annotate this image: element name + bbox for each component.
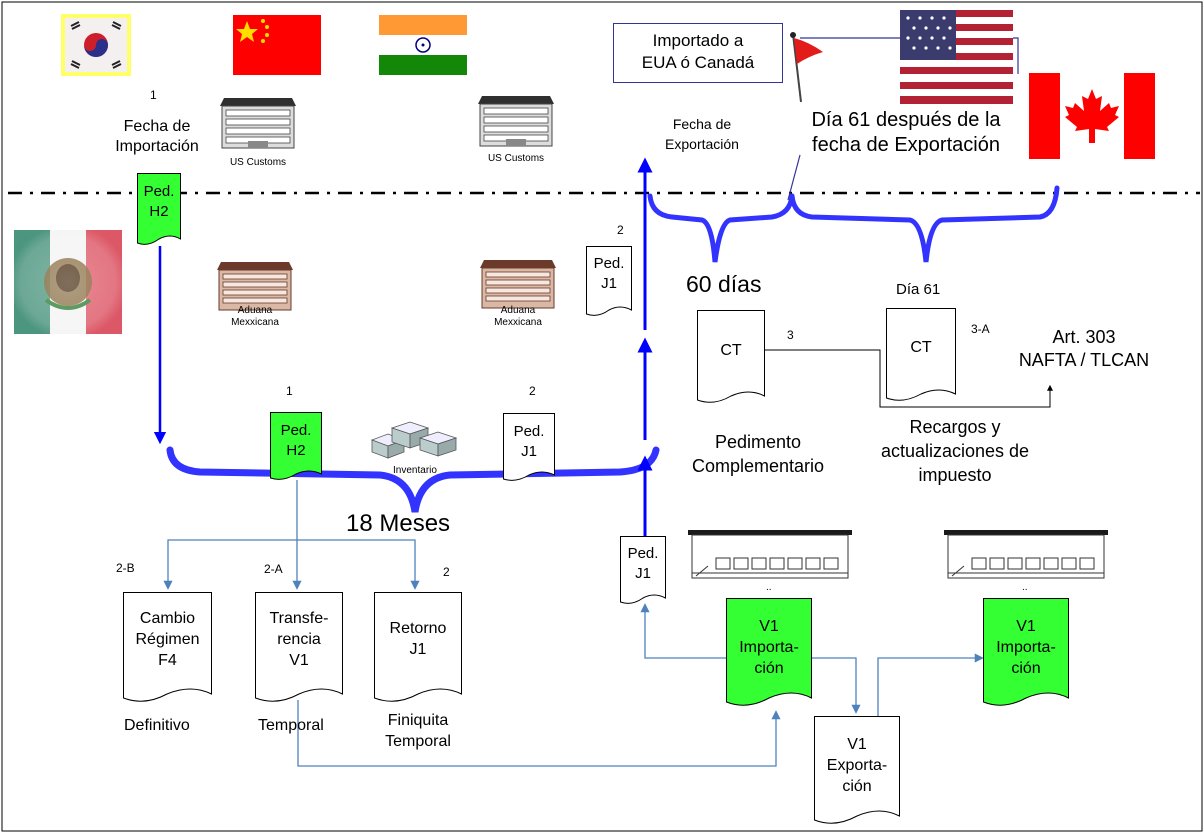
ct-label-1: CT bbox=[720, 342, 742, 359]
fecha-importacion: Fecha de Importación bbox=[115, 118, 199, 155]
us-customs-building-2-icon bbox=[476, 96, 556, 148]
importado-box: Importado a EUA ó Canadá bbox=[613, 23, 783, 83]
v1-importacion-doc: V1 Importa- ción bbox=[726, 598, 812, 712]
pedimento-complementario: Pedimento Complementario bbox=[691, 432, 825, 476]
v1-importacion-label: V1 Importa- ción bbox=[739, 618, 799, 677]
ct-label-2: CT bbox=[910, 339, 932, 356]
ct-doc-2: CT bbox=[886, 308, 956, 406]
transferencia-label: Transfe- rencia V1 bbox=[269, 610, 329, 669]
aduana-label-1: Aduana Mexxicana bbox=[231, 305, 279, 328]
retorno-doc: Retorno J1 bbox=[374, 592, 462, 708]
step-3: 3 bbox=[787, 328, 794, 342]
fecha-exportacion: Fecha de Exportación bbox=[665, 116, 739, 152]
ped-j1-mid-doc: Ped. J1 bbox=[503, 413, 555, 483]
dieciocho-meses: 18 Meses bbox=[346, 510, 451, 537]
recargos-label: Recargos y actualizaciones de impuesto bbox=[880, 417, 1030, 485]
ct-doc-1: CT bbox=[697, 310, 765, 408]
arrow-to-cambio bbox=[163, 539, 297, 590]
ped-h2-top-label: Ped. H2 bbox=[143, 183, 175, 220]
aduana-building-2-icon bbox=[478, 260, 558, 310]
step-2b: 2-B bbox=[116, 561, 135, 575]
usa-flag-icon bbox=[900, 10, 1013, 104]
step-1-mid: 1 bbox=[286, 384, 293, 398]
flag-connector bbox=[800, 37, 1019, 74]
ped-j1-low-label: Ped. J1 bbox=[627, 545, 659, 582]
brace-60-dias bbox=[647, 193, 795, 263]
importado-label: Importado a EUA ó Canadá bbox=[641, 31, 755, 72]
step-2-mid: 2 bbox=[529, 384, 536, 398]
step-2a: 2-A bbox=[264, 562, 283, 576]
arrow-transfer-to-v1 bbox=[297, 700, 781, 767]
ped-h2-mid-label: Ped. H2 bbox=[280, 422, 312, 459]
v1-importacion-2-doc: V1 Importa- ción bbox=[983, 598, 1069, 712]
ped-j1-mid-label: Ped. J1 bbox=[513, 423, 545, 460]
v1-exportacion-label: V1 Exporta- ción bbox=[826, 736, 888, 795]
us-customs-building-icon bbox=[218, 98, 298, 150]
brace-dia-61 bbox=[789, 185, 1060, 263]
art-303: Art. 303 NAFTA / TLCAN bbox=[1018, 327, 1150, 370]
arrow-to-retorno bbox=[297, 539, 420, 590]
sesenta-dias: 60 días bbox=[686, 271, 762, 297]
china-flag-icon bbox=[233, 15, 321, 75]
arrow-ct-to-art303 bbox=[765, 349, 1053, 408]
dia-61-despues: Día 61 después de la fecha de Exportació… bbox=[811, 109, 1001, 156]
dots-1: .. bbox=[766, 582, 772, 593]
finiquita-temporal: Finiquita Temporal bbox=[385, 712, 451, 750]
warehouse-2-icon bbox=[944, 530, 1108, 580]
ped-j1-top-doc: Ped. J1 bbox=[586, 246, 632, 320]
v1-exportacion-doc: V1 Exporta- ción bbox=[814, 716, 900, 830]
aduana-label-2: Aduana Mexxicana bbox=[494, 305, 542, 328]
mexico-flag-icon bbox=[14, 230, 122, 334]
ped-h2-mid-doc: Ped. H2 bbox=[270, 412, 322, 482]
dia-61: Día 61 bbox=[896, 281, 941, 298]
dia61-connector bbox=[787, 154, 801, 201]
retorno-label: Retorno J1 bbox=[389, 620, 447, 658]
canada-flag-icon bbox=[1029, 73, 1155, 159]
warehouse-icon bbox=[688, 530, 852, 580]
india-flag-icon bbox=[379, 15, 467, 75]
cambio-regimen-label: Cambio Régimen F4 bbox=[135, 610, 200, 669]
step-1-top: 1 bbox=[150, 88, 157, 102]
ped-h2-top-doc: Ped. H2 bbox=[137, 173, 181, 249]
definitivo-label: Definitivo bbox=[124, 717, 190, 734]
dots-2: .. bbox=[1022, 582, 1028, 593]
step-2-top: 2 bbox=[617, 223, 624, 237]
transferencia-doc: Transfe- rencia V1 bbox=[255, 592, 343, 708]
aduana-building-icon bbox=[215, 262, 295, 312]
inventory-boxes-icon bbox=[370, 412, 460, 462]
temporal-label: Temporal bbox=[258, 717, 324, 734]
ped-j1-top-label: Ped. J1 bbox=[593, 255, 625, 292]
arrow-v1-to-export bbox=[812, 657, 861, 714]
us-customs-label-2: US Customs bbox=[487, 153, 545, 164]
arrow-v1-to-ped-j1 bbox=[640, 603, 726, 659]
step-2-retorno: 2 bbox=[443, 565, 450, 579]
pennant-flag-icon bbox=[787, 30, 827, 105]
ped-j1-low-doc: Ped. J1 bbox=[620, 536, 666, 608]
v1-importacion-2-label: V1 Importa- ción bbox=[996, 618, 1056, 677]
us-customs-label-1: US Customs bbox=[229, 157, 287, 168]
brace-18-meses bbox=[166, 446, 660, 513]
step-3a: 3-A bbox=[971, 322, 990, 336]
arrow-export-to-v1 bbox=[877, 653, 984, 722]
inventario-label: Inventario bbox=[393, 465, 437, 476]
cambio-regimen-doc: Cambio Régimen F4 bbox=[123, 592, 212, 708]
korea-flag-icon bbox=[61, 14, 131, 76]
